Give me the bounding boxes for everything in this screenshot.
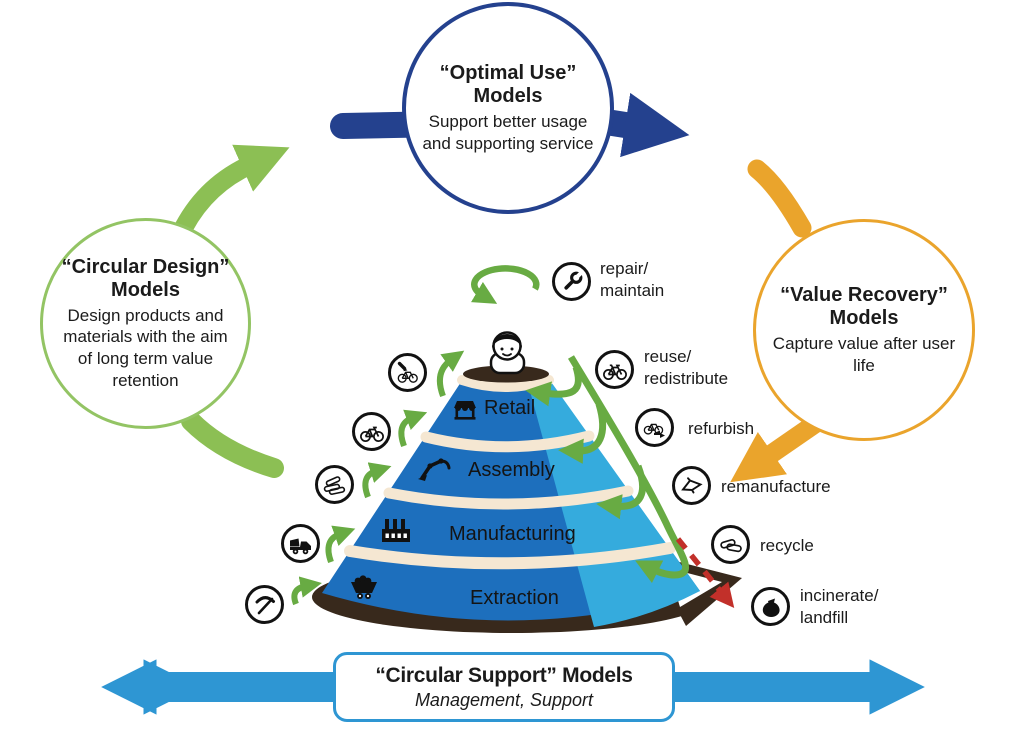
dump-truck-icon <box>281 524 320 563</box>
circular-design-title: “Circular Design” Models <box>61 255 230 301</box>
design-down-stub <box>181 411 284 478</box>
circular-design-circle: “Circular Design” Models Design products… <box>40 218 251 429</box>
optimal-use-desc: Support better usage and supporting serv… <box>422 111 594 153</box>
incinerate-landfill-label: incinerate/ landfill <box>800 586 879 627</box>
layer-label-extraction: Extraction <box>470 587 559 609</box>
bike-service-icon <box>388 353 427 392</box>
pickaxe-icon <box>245 585 284 624</box>
remanufacture-label: remanufacture <box>721 477 831 496</box>
circular-support-title: “Circular Support” Models <box>375 663 633 687</box>
factory-icon <box>379 517 413 544</box>
robot-arm-icon <box>416 453 454 481</box>
repair-maintain-label: repair/ maintain <box>600 259 665 300</box>
bike-parts-icon <box>315 465 354 504</box>
crushed-tubes-icon <box>711 525 750 564</box>
layer-label-retail: Retail <box>484 397 536 419</box>
bike-frame-icon <box>672 466 711 505</box>
value-recovery-desc: Capture value after user life <box>772 333 956 375</box>
recycle-label: recycle <box>760 536 814 555</box>
repair-loop-arrow <box>471 265 540 304</box>
circular-design-desc: Design products and materials with the a… <box>63 305 228 390</box>
circular-support-subtitle: Management, Support <box>414 689 594 710</box>
supply-arrows <box>291 350 465 606</box>
trash-bag-icon <box>751 587 790 626</box>
recovery-return-lines <box>525 355 689 584</box>
refurbish-label: refurbish <box>688 419 755 438</box>
value-recovery-title: “Value Recovery” Models <box>780 283 948 329</box>
storefront-icon <box>450 398 480 422</box>
leakage-arrow <box>675 537 735 609</box>
design-to-use-arrow <box>174 144 290 237</box>
optimal-use-circle: “Optimal Use” Models Support better usag… <box>402 2 614 214</box>
bicycle-icon <box>595 350 634 389</box>
reuse-redistribute-label: reuse/ redistribute <box>644 347 729 388</box>
band-manufacturing-extraction <box>344 542 676 570</box>
bicycle-refurbish-icon <box>635 408 674 447</box>
user-person-icon <box>489 331 526 375</box>
layer-label-manufacturing: Manufacturing <box>449 523 576 545</box>
layer-label-assembly: Assembly <box>468 459 555 481</box>
optimal-use-title: “Optimal Use” Models <box>439 61 577 107</box>
value-recovery-circle: “Value Recovery” Models Capture value af… <box>753 219 975 441</box>
circular-support-banner: “Circular Support” Models Management, Su… <box>333 652 675 722</box>
recovery-top-stub <box>747 159 812 238</box>
bicycle-icon-2 <box>352 412 391 451</box>
mine-cart-icon <box>347 572 381 600</box>
wrench-icon <box>552 262 591 301</box>
